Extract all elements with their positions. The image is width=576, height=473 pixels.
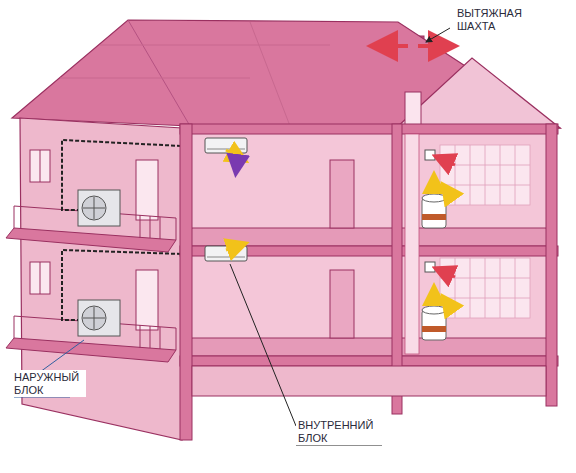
callout-label: НАРУЖНЫЙ БЛОК — [12, 370, 86, 397]
callout-label: ВЫТЯЖНАЯ ШАХТА — [455, 6, 539, 33]
indoor-unit — [205, 246, 247, 261]
outdoor-unit — [78, 190, 120, 226]
callout-label: ВНУТРЕННИЙ БЛОК — [296, 418, 392, 445]
outdoor-unit — [78, 300, 120, 336]
